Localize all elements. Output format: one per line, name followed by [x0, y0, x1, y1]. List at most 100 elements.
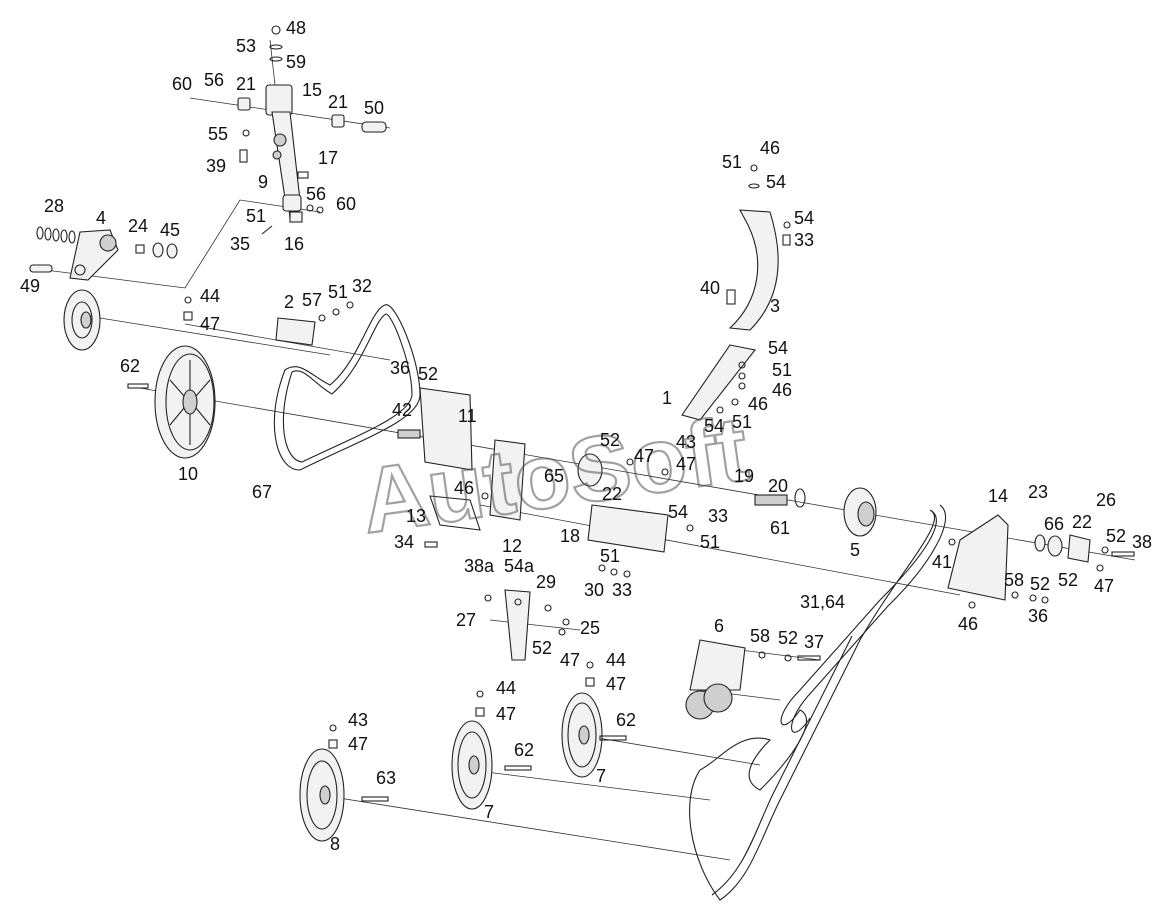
callout-label: 40: [700, 278, 720, 298]
callout-label: 16: [284, 234, 304, 254]
callout-label: 9: [258, 172, 268, 192]
callout-labels: 48 53 59 60 56 21 15 21 50 55 39 17 9 56…: [20, 18, 1152, 854]
callout-label: 58: [750, 626, 770, 646]
callout-label: 52: [1106, 526, 1126, 546]
callout-label: 67: [252, 482, 272, 502]
callout-label: 15: [302, 80, 322, 100]
curved-arm: [681, 164, 791, 421]
callout-label: 51: [722, 152, 742, 172]
callout-label: 11: [458, 406, 477, 426]
callout-label: 44: [200, 286, 220, 306]
callout-label: 48: [286, 18, 306, 38]
callout-label: 43: [348, 710, 368, 730]
callout-label: 50: [364, 98, 384, 118]
callout-label: 25: [580, 618, 600, 638]
callout-label: 46: [748, 394, 768, 414]
callout-label: 27: [456, 610, 476, 630]
callout-label: 35: [230, 234, 250, 254]
callout-label: 51: [600, 546, 620, 566]
callout-label: 21: [236, 74, 256, 94]
callout-label: 5: [850, 540, 860, 560]
callout-label: 52: [418, 364, 438, 384]
callout-label: 14: [988, 486, 1008, 506]
callout-label: 47: [634, 446, 654, 466]
callout-label: 56: [306, 184, 326, 204]
callout-label: 4: [96, 208, 106, 228]
callout-label: 44: [496, 678, 516, 698]
callout-label: 22: [1072, 512, 1092, 532]
sprocket-8: [299, 724, 389, 842]
callout-label: 62: [514, 740, 534, 760]
callout-label: 51: [246, 206, 266, 226]
callout-label: 19: [734, 466, 754, 486]
callout-label: 52: [778, 628, 798, 648]
callout-label: 60: [172, 74, 192, 94]
callout-label: 41: [932, 552, 952, 572]
callout-label: 22: [602, 484, 622, 504]
central-brackets: [397, 387, 570, 661]
callout-label: 1: [662, 388, 672, 408]
callout-label: 55: [208, 124, 228, 144]
callout-label: 31,64: [800, 592, 845, 612]
callout-label: 42: [392, 400, 412, 420]
callout-label: 47: [676, 454, 696, 474]
callout-label: 46: [454, 478, 474, 498]
callout-label: 33: [794, 230, 814, 250]
large-pulley: [127, 345, 216, 459]
callout-label: 26: [1096, 490, 1116, 510]
callout-label: 45: [160, 220, 180, 240]
callout-label: 43: [676, 432, 696, 452]
callout-label: 34: [394, 532, 414, 552]
callout-label: 46: [772, 380, 792, 400]
callout-label: 62: [120, 356, 140, 376]
callout-label: 63: [376, 768, 396, 788]
callout-label: 44: [606, 650, 626, 670]
callout-label: 52: [532, 638, 552, 658]
callout-label: 65: [544, 466, 564, 486]
callout-label: 13: [406, 506, 426, 526]
callout-label: 59: [286, 52, 306, 72]
callout-label: 46: [958, 614, 978, 634]
callout-label: 47: [348, 734, 368, 754]
callout-label: 47: [560, 650, 580, 670]
callout-label: 57: [302, 290, 322, 310]
callout-label: 47: [1094, 576, 1114, 596]
callout-label: 36: [390, 358, 410, 378]
callout-label: 36: [1028, 606, 1048, 626]
sprocket-7-middle: [451, 690, 532, 810]
callout-label: 51: [700, 532, 720, 552]
callout-label: 28: [44, 196, 64, 216]
v-belt: [273, 304, 421, 471]
sprocket-7-right: [561, 661, 627, 778]
callout-label: 37: [804, 632, 824, 652]
callout-label: 12: [502, 536, 522, 556]
callout-label: 47: [496, 704, 516, 724]
callout-label: 54: [768, 338, 788, 358]
callout-label: 7: [596, 766, 606, 786]
callout-label: 52: [600, 430, 620, 450]
callout-label: 47: [606, 674, 626, 694]
callout-label: 17: [318, 148, 338, 168]
callout-label: 18: [560, 526, 580, 546]
hub-shaft: [481, 453, 806, 532]
idler-arm-assembly: [237, 25, 387, 235]
callout-label: 53: [236, 36, 256, 56]
callout-label: 2: [284, 292, 294, 312]
washer-stack: [36, 226, 76, 244]
callout-label: 10: [178, 464, 198, 484]
callout-label: 21: [328, 92, 348, 112]
mounting-plate: [587, 504, 669, 578]
callout-label: 3: [770, 296, 780, 316]
callout-label: 54: [766, 172, 786, 192]
callout-label: 54: [668, 502, 688, 522]
callout-label: 7: [484, 802, 494, 822]
callout-label: 8: [330, 834, 340, 854]
callout-label: 33: [708, 506, 728, 526]
cover-plate: [183, 296, 354, 346]
callout-label: 54: [704, 416, 724, 436]
callout-label: 49: [20, 276, 40, 296]
callout-label: 54: [794, 208, 814, 228]
callout-label: 39: [206, 156, 226, 176]
callout-label: 56: [204, 70, 224, 90]
